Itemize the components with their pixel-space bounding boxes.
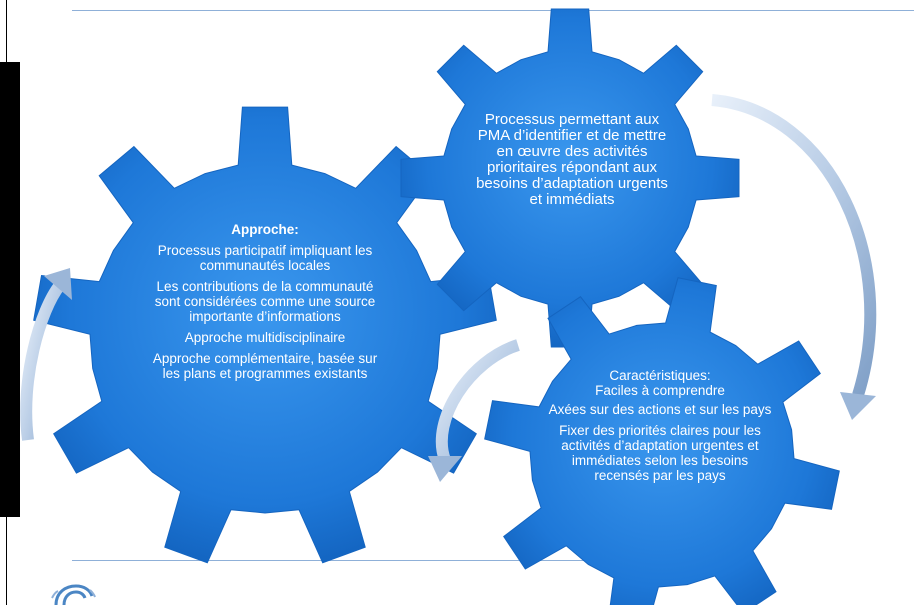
unfccc-logo-icon [51,584,96,605]
caracteristiques-heading: Caractéristiques [609,368,707,383]
bottom-rule [72,560,602,561]
processus-text: Processus permettant aux PMA d’identifie… [472,112,672,214]
caracteristiques-heading-colon: : [706,368,711,383]
approche-item-2: Les contributions de la communauté sont … [154,279,376,324]
arrow-top-to-right [711,94,877,420]
gear-processus [400,8,740,348]
left-black-panel [0,62,20,517]
approche-heading: Approche: [231,222,299,237]
approche-item-4: Approche complémentaire, basée sur les p… [152,351,378,381]
approche-item-1: Processus participatif impliquant les co… [157,243,373,273]
top-rule [72,10,914,11]
approche-item-3: Approche multidisciplinaire [184,330,346,345]
caracteristiques-heading-line: Caractéristiques:Faciles à comprendre [545,368,775,398]
caracteristiques-item-3: Fixer des priorités claires pour les act… [559,423,761,483]
caracteristiques-item-1: Faciles à comprendre [595,383,725,398]
arrow-right-to-left [428,339,521,482]
approche-text: Approche: Processus participatif impliqu… [150,222,380,387]
processus-body: Processus permettant aux PMA d’identifie… [476,111,668,208]
gear-caracteristiques [484,277,840,605]
caracteristiques-item-2: Axées sur des actions et sur les pays [548,402,772,417]
left-edge-bar [0,0,20,605]
caracteristiques-text: Caractéristiques:Faciles à comprendre Ax… [545,368,775,489]
arrow-left-to-top [20,268,72,441]
